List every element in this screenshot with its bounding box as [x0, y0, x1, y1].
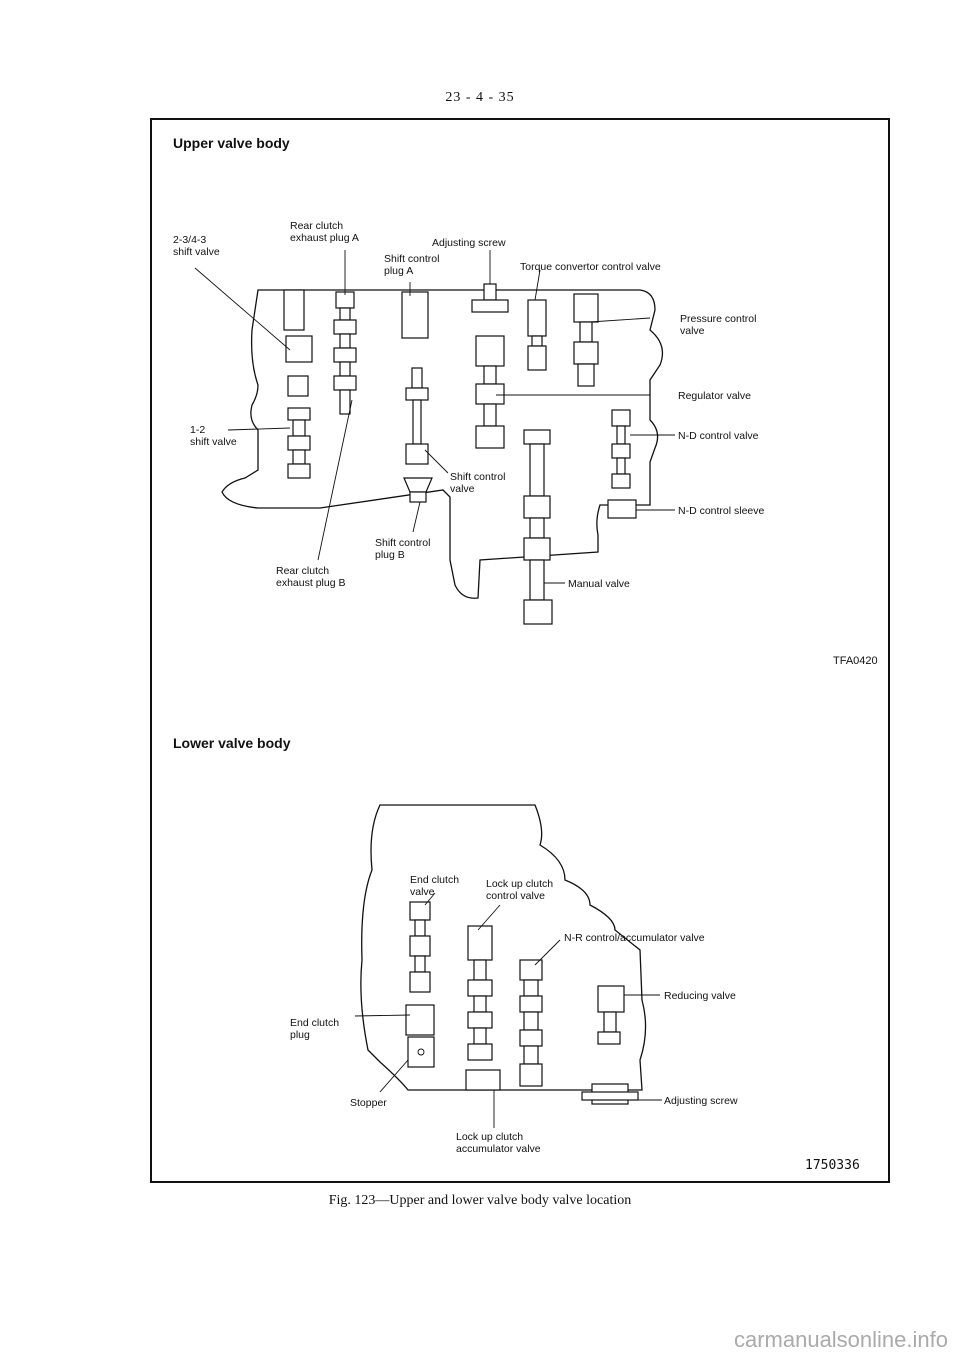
shift-control-valve [403, 367, 433, 503]
label-manual-valve: Manual valve [568, 578, 630, 590]
lower-leader-lines [354, 892, 662, 1128]
lower-section-title: Lower valve body [173, 735, 291, 751]
upper-leader-lines [194, 250, 675, 584]
label-regulator-valve: Regulator valve [678, 390, 751, 402]
nd-control-valve [607, 409, 637, 519]
upper-valve-body-outline [221, 289, 664, 599]
pressure-control-valve [573, 293, 599, 387]
label-shift-control-plug-a-l2: plug A [384, 265, 413, 277]
reducing-valve [581, 985, 639, 1105]
label-12-shift-valve-l2: shift valve [190, 436, 237, 448]
label-12-shift-valve-l1: 1-2 [190, 424, 205, 436]
page-number: 23 - 4 - 35 [445, 90, 515, 105]
label-shift-control-valve-l1: Shift control [450, 471, 505, 483]
label-reducing-valve: Reducing valve [664, 990, 736, 1002]
shift-control-plug-a [401, 291, 429, 339]
label-shift-control-valve-l2: valve [450, 483, 475, 495]
regulator-valve-column [471, 283, 509, 449]
label-stopper: Stopper [350, 1097, 387, 1109]
end-clutch-valve [405, 901, 435, 1068]
label-end-clutch-plug-l1: End clutch [290, 1017, 339, 1029]
label-rear-clutch-a-l2: exhaust plug A [290, 232, 359, 244]
label-pressure-control-l2: valve [680, 325, 705, 337]
label-end-clutch-valve-l1: End clutch [410, 874, 459, 886]
lower-valve-body-outline [360, 804, 647, 1091]
label-lockup-control-l2: control valve [486, 890, 545, 902]
lockup-control-valve [465, 925, 501, 1091]
label-adjusting-screw-upper: Adjusting screw [432, 237, 506, 249]
label-234-shift-valve-l2: shift valve [173, 246, 220, 258]
torque-converter-valve [527, 299, 547, 371]
label-234-shift-valve-l1: 2-3/4-3 [173, 234, 206, 246]
label-adjusting-screw-lower: Adjusting screw [664, 1095, 738, 1107]
label-end-clutch-valve-l2: valve [410, 886, 435, 898]
label-rear-clutch-a-l1: Rear clutch [290, 220, 343, 232]
upper-section-title: Upper valve body [173, 135, 290, 151]
label-rear-clutch-b-l2: exhaust plug B [276, 577, 345, 589]
label-pressure-control-l1: Pressure control [680, 313, 756, 325]
nr-accumulator-valve [519, 959, 543, 1087]
figure-caption: Fig. 123—Upper and lower valve body valv… [328, 1193, 632, 1208]
upper-figure-code: TFA0420 [833, 655, 878, 667]
label-nd-control-sleeve: N-D control sleeve [678, 505, 765, 517]
label-nr-accumulator: N-R control/accumulator valve [564, 932, 705, 944]
figure-frame [150, 118, 890, 1183]
label-lockup-accumulator-l1: Lock up clutch [456, 1131, 523, 1143]
lower-figure-code: 1750336 [805, 1158, 860, 1173]
label-shift-control-plug-b-l1: Shift control [375, 537, 430, 549]
label-shift-control-plug-a-l1: Shift control [384, 253, 439, 265]
label-torque-convertor: Torque convertor control valve [520, 261, 661, 273]
watermark: carmanualsonline.info [733, 1327, 948, 1352]
label-lockup-accumulator-l2: accumulator valve [456, 1143, 541, 1155]
label-lockup-control-l1: Lock up clutch [486, 878, 553, 890]
label-nd-control-valve: N-D control valve [678, 430, 759, 442]
label-end-clutch-plug-l2: plug [290, 1029, 310, 1041]
shift-valve-column [283, 289, 313, 479]
label-shift-control-plug-b-l2: plug B [375, 549, 405, 561]
rear-clutch-plug-column [333, 291, 357, 415]
label-rear-clutch-b-l1: Rear clutch [276, 565, 329, 577]
manual-valve [523, 429, 553, 625]
